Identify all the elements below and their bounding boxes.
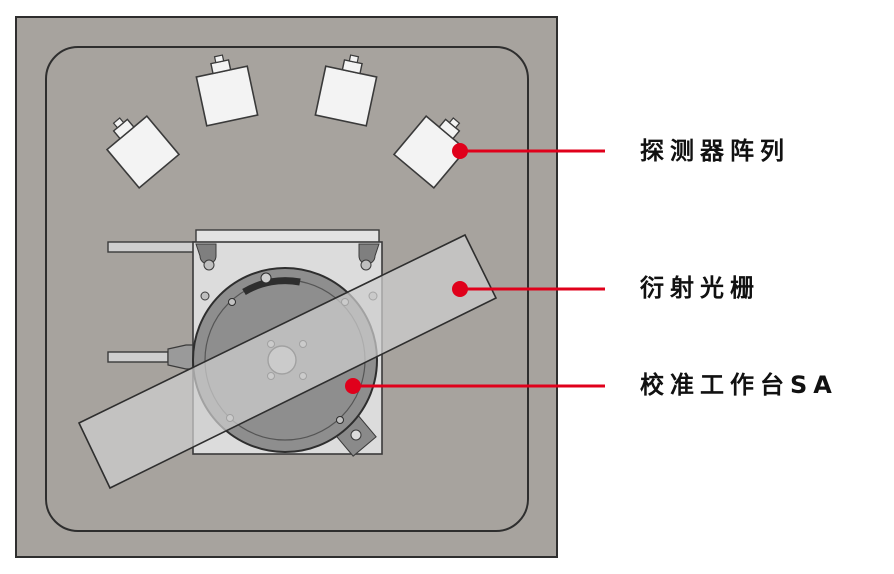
- callout-detector-array: [452, 143, 605, 159]
- detector-1: [105, 115, 181, 189]
- callout-grating: [452, 281, 605, 297]
- callout-calibration-stage: [345, 378, 605, 394]
- label-calibration-stage: 校准工作台SA: [640, 371, 838, 399]
- callout-dot-stage: [345, 378, 361, 394]
- callout-dot-detector: [452, 143, 468, 159]
- detector-array: [105, 54, 468, 189]
- label-diffraction-grating: 衍射光栅: [640, 274, 760, 302]
- diffraction-grating: [77, 233, 498, 490]
- detector-4: [392, 115, 468, 189]
- label-detector-array: 探测器阵列: [640, 137, 790, 165]
- detector-2: [195, 54, 259, 127]
- detector-3: [314, 54, 378, 127]
- callout-dot-grating: [452, 281, 468, 297]
